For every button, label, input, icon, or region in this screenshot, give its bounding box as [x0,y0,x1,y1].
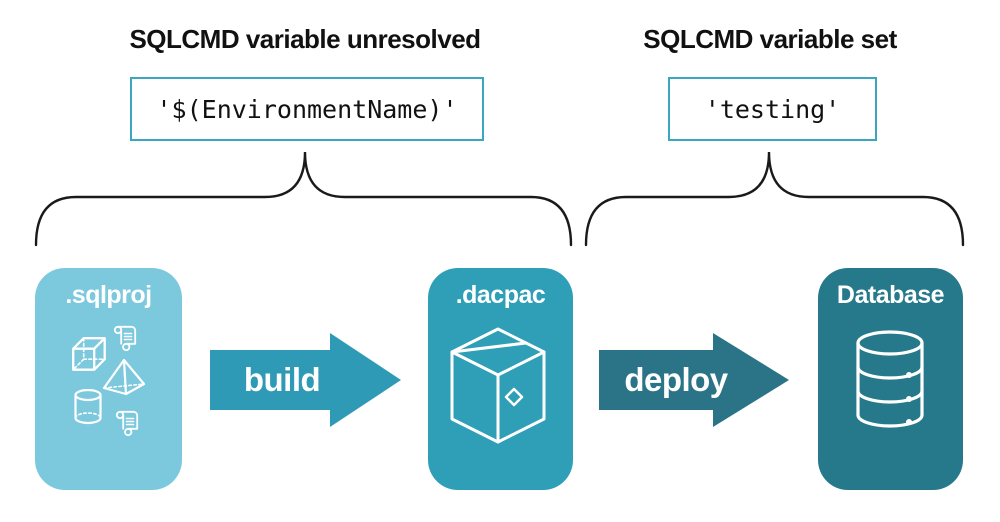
set-code-box: 'testing' [668,77,877,141]
cube-icon [72,337,106,371]
unresolved-heading: SQLCMD variable unresolved [129,24,481,54]
build-arrow-label: build [243,361,321,398]
scroll-icon [115,410,139,437]
unresolved-code-text: '$(EnvironmentName)' [156,94,458,124]
build-arrow-shape [210,333,401,427]
package-icon [450,327,546,444]
stage-sqlproj: .sqlproj [35,268,182,490]
stage-dacpac-label: .dacpac [455,281,546,309]
scroll-icon [113,325,137,352]
deploy-arrow [599,333,789,427]
deploy-arrow-shape [599,333,789,427]
grouping-braces [34,151,965,247]
right-brace [584,151,965,247]
left-brace [34,151,573,247]
unresolved-code-box: '$(EnvironmentName)' [130,77,484,141]
stage-sqlproj-label: .sqlproj [65,281,152,309]
pyramid-icon [102,358,146,396]
cylinder-icon [74,388,102,425]
stage-database-label: Database [836,281,945,309]
stage-dacpac: .dacpac [428,268,573,490]
build-arrow [210,333,401,427]
set-code-text: 'testing' [704,94,841,124]
set-heading: SQLCMD variable set [643,24,897,54]
database-icon [856,330,924,428]
deploy-arrow-label: deploy [624,361,728,398]
stage-database: Database [818,268,963,490]
